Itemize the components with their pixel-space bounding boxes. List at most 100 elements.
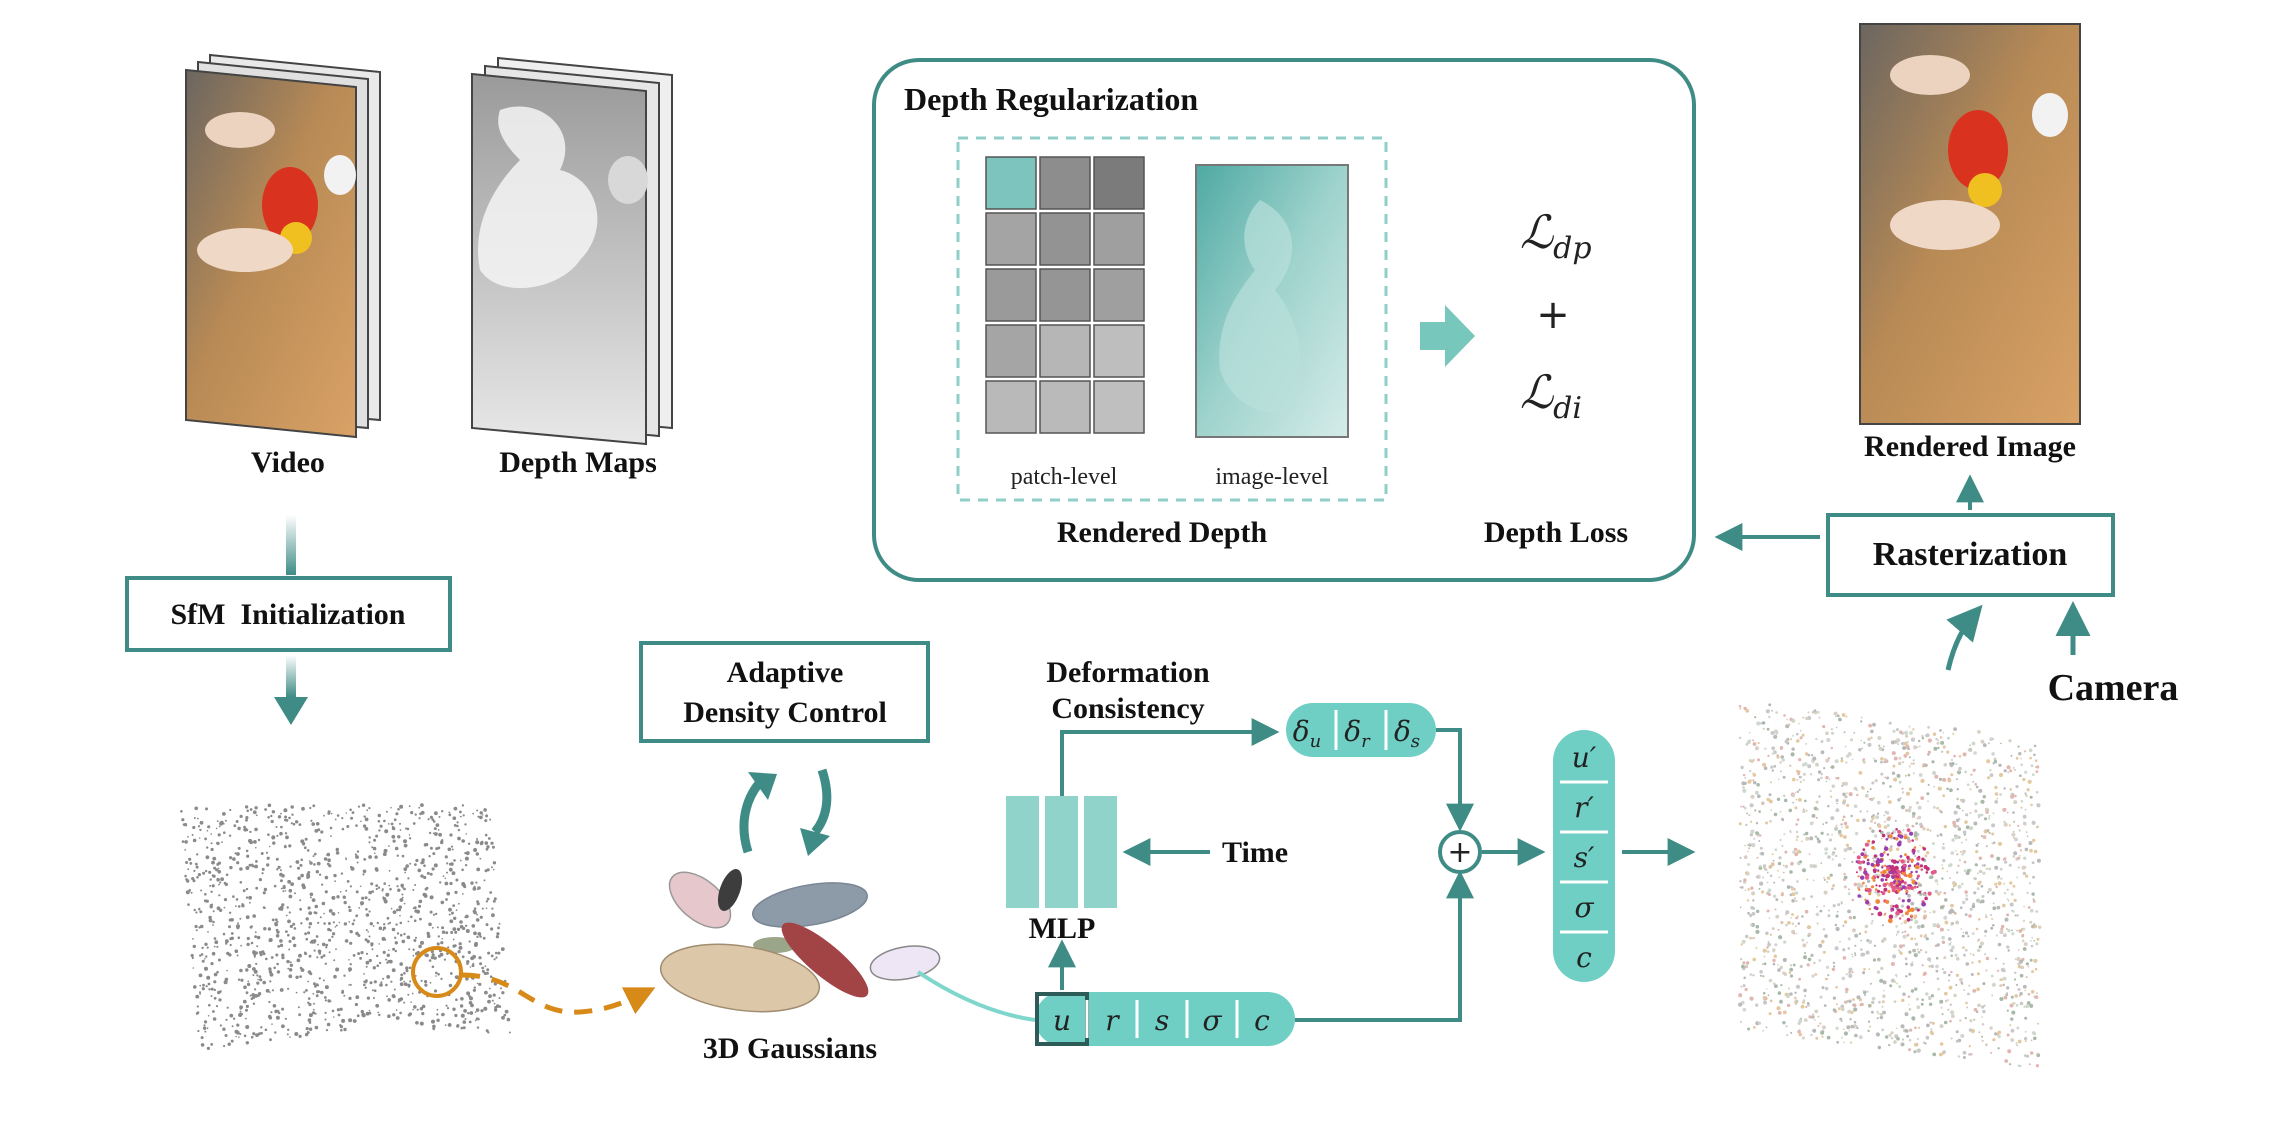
point — [295, 991, 298, 994]
point — [1801, 840, 1803, 843]
point — [1955, 849, 1957, 852]
point — [1762, 727, 1765, 730]
arrow-mlp-to-deltas — [1060, 718, 1280, 796]
point — [1779, 747, 1783, 751]
point — [403, 843, 408, 848]
point — [1763, 962, 1767, 966]
point — [1910, 914, 1913, 917]
point — [1781, 758, 1785, 762]
point — [1789, 831, 1792, 834]
point — [1823, 890, 1828, 895]
point — [345, 857, 347, 859]
point — [299, 863, 303, 867]
point — [246, 809, 249, 813]
point — [1987, 891, 1990, 894]
point — [1824, 851, 1828, 855]
point — [328, 951, 331, 954]
point — [1955, 957, 1960, 961]
point — [1794, 806, 1798, 810]
point — [212, 874, 216, 878]
point — [1899, 855, 1903, 858]
point — [391, 968, 396, 973]
point — [1876, 812, 1880, 815]
point — [196, 853, 199, 856]
point — [1942, 794, 1946, 798]
point — [1809, 864, 1814, 868]
point — [296, 958, 301, 963]
point — [2030, 990, 2035, 994]
point — [1877, 869, 1880, 872]
point — [1854, 831, 1859, 836]
point — [292, 922, 296, 926]
point — [1775, 914, 1780, 919]
point — [1764, 747, 1767, 750]
point — [1932, 732, 1937, 736]
point — [1962, 931, 1965, 934]
point — [1892, 729, 1896, 733]
point — [355, 824, 358, 827]
point — [255, 962, 258, 966]
point — [1766, 881, 1769, 884]
point — [1938, 777, 1942, 781]
point — [1896, 773, 1901, 778]
point — [483, 1006, 488, 1011]
point — [418, 899, 423, 904]
point — [408, 834, 411, 836]
point — [1783, 798, 1788, 803]
point — [1817, 770, 1822, 774]
point — [1868, 968, 1871, 970]
point — [455, 878, 459, 882]
point — [222, 932, 226, 936]
point — [414, 936, 418, 939]
point — [2012, 910, 2015, 913]
point — [356, 861, 359, 864]
point — [281, 956, 285, 960]
point — [396, 885, 399, 888]
point — [1816, 906, 1818, 908]
point — [1812, 1028, 1817, 1033]
point — [1895, 881, 1898, 885]
point — [1871, 816, 1875, 820]
point — [1927, 891, 1932, 896]
point — [1882, 874, 1886, 877]
point — [405, 864, 410, 868]
point — [2016, 983, 2019, 987]
point — [308, 860, 311, 862]
point — [421, 1012, 425, 1016]
point — [1908, 1008, 1912, 1011]
point — [2003, 935, 2006, 937]
point — [2026, 1054, 2030, 1058]
point — [2025, 831, 2028, 834]
point — [1951, 762, 1955, 766]
patch-level-label: patch-level — [1011, 464, 1118, 490]
point — [1790, 885, 1793, 889]
point — [1847, 1009, 1851, 1014]
output-u: u′ — [1572, 741, 1597, 774]
point — [1858, 866, 1862, 870]
point — [207, 1015, 210, 1017]
point — [1772, 859, 1775, 862]
point — [317, 943, 319, 946]
point — [271, 836, 275, 840]
point — [1859, 810, 1862, 813]
point — [1843, 731, 1846, 734]
point — [360, 1009, 364, 1014]
point — [2032, 838, 2036, 843]
point — [1867, 1020, 1871, 1023]
point — [482, 936, 486, 940]
point — [2020, 965, 2025, 970]
point — [1921, 765, 1925, 768]
point — [253, 840, 257, 844]
point — [388, 921, 392, 924]
point — [1896, 860, 1900, 864]
point — [1969, 811, 1972, 815]
point — [1962, 1056, 1966, 1059]
point — [213, 996, 217, 1000]
point — [1744, 889, 1747, 892]
point — [1759, 970, 1763, 974]
point — [1923, 865, 1928, 869]
point — [1852, 1003, 1855, 1007]
point — [295, 860, 300, 864]
point — [247, 964, 252, 968]
point — [1849, 1041, 1853, 1044]
